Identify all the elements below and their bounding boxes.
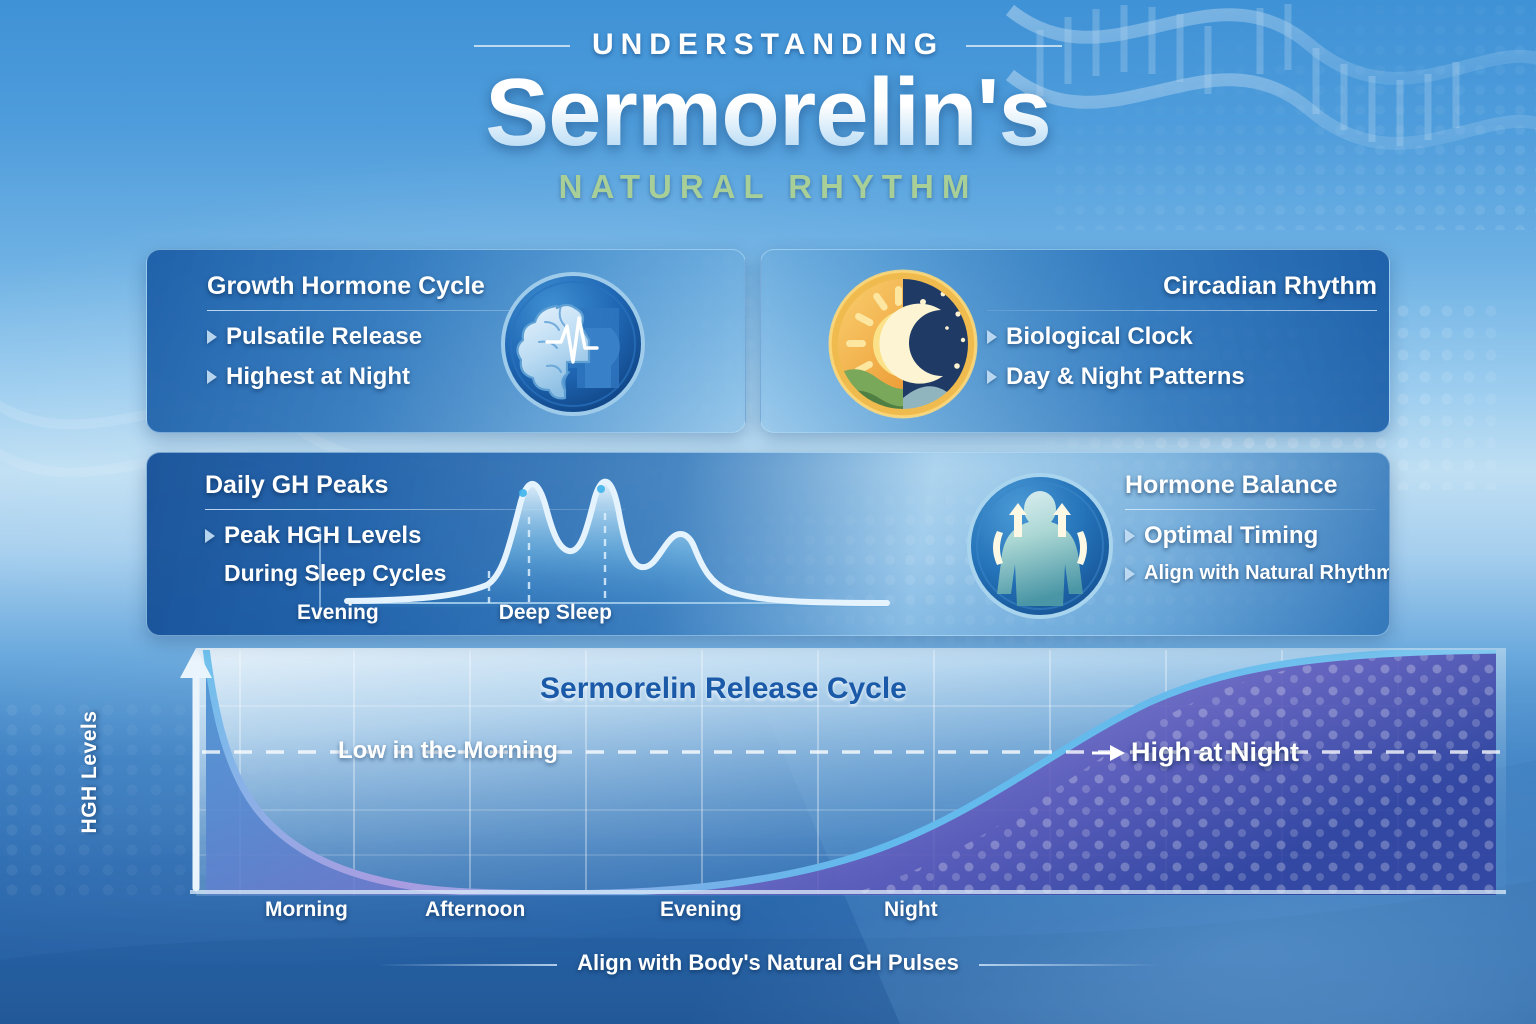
card-c-text: Daily GH Peaks Peak HGH Levels During Sl… (205, 471, 625, 587)
sermorelin-release-chart: Sermorelin Release Cycle HGH Levels Low … (0, 640, 1536, 1024)
card-d-bullet-1-label: Align with Natural Rhythms (1144, 562, 1390, 584)
triangle-bullet-icon (987, 370, 997, 384)
triangle-bullet-icon (205, 529, 215, 543)
annotation-high-night: High at Night (1131, 737, 1299, 767)
mini-chart-label-evening: Evening (297, 601, 379, 624)
chart-footer-note: Align with Body's Natural GH Pulses (0, 950, 1536, 976)
x-tick-morning: Morning (265, 898, 348, 921)
chart-svg (180, 648, 1506, 896)
page-subtitle: NATURAL RHYTHM (558, 167, 978, 205)
card-d-divider (1125, 509, 1375, 510)
card-d-bullet-0-label: Optimal Timing (1144, 522, 1319, 549)
card-c-bullet-0: Peak HGH Levels (205, 522, 625, 550)
chart-y-axis-label: HGH Levels (78, 710, 101, 834)
chart-title: Sermorelin Release Cycle (540, 672, 907, 705)
gh-pulse-chart-icon (344, 478, 890, 607)
card-a-heading: Growth Hormone Cycle (207, 272, 485, 300)
chart-footer-label: Align with Body's Natural GH Pulses (377, 950, 1159, 975)
card-b-bullet-1: Day & Night Patterns (987, 363, 1377, 391)
card-daily-gh-peaks[interactable]: Daily GH Peaks Peak HGH Levels During Sl… (146, 452, 1390, 636)
card-d-heading: Hormone Balance (1125, 471, 1338, 499)
annotation-low-morning: Low in the Morning (338, 737, 558, 764)
card-c-vertical-rule (319, 527, 321, 619)
arrow-right-icon (1092, 745, 1125, 761)
triangle-bullet-icon (1125, 529, 1135, 543)
card-circadian-rhythm[interactable]: Circadian Rhythm Biological Clock Day & … (760, 249, 1390, 433)
card-c-axis-labels: Evening Deep Sleep (297, 601, 857, 625)
card-growth-hormone-cycle[interactable]: Growth Hormone Cycle Pulsatile Release H… (146, 249, 746, 433)
card-b-bullet-1-label: Day & Night Patterns (1006, 363, 1245, 390)
page-title: Sermorelin's (0, 64, 1536, 162)
card-d-bullet-1: Align with Natural Rhythms (1125, 562, 1389, 585)
chart-x-tick-labels: Morning Afternoon Evening Night (0, 898, 1536, 928)
page-title-block: UNDERSTANDING Sermorelin's NATURAL RHYTH… (0, 28, 1536, 206)
x-tick-evening: Evening (660, 898, 742, 921)
mini-chart-label-deep-sleep: Deep Sleep (498, 601, 612, 624)
card-d-bullet-0: Optimal Timing (1125, 522, 1375, 550)
card-a-bullet-1-label: Highest at Night (226, 363, 410, 390)
card-b-divider (987, 310, 1377, 311)
card-c-divider (205, 509, 625, 510)
card-d-text: Hormone Balance Optimal Timing Align wit… (1125, 471, 1389, 585)
brain-head-icon (501, 272, 645, 416)
card-a-bullet-0: Pulsatile Release (207, 323, 587, 351)
card-b-text: Circadian Rhythm Biological Clock Day & … (987, 272, 1377, 391)
triangle-bullet-icon (207, 330, 217, 344)
y-axis (180, 648, 212, 892)
card-b-bullet-0: Biological Clock (987, 323, 1377, 351)
sun-moon-icon (828, 269, 978, 419)
card-a-divider (207, 310, 587, 311)
card-a-bullet-1: Highest at Night (207, 363, 587, 391)
triangle-bullet-icon (987, 330, 997, 344)
card-a-text: Growth Hormone Cycle Pulsatile Release H… (207, 272, 587, 391)
triangle-bullet-icon (207, 370, 217, 384)
card-b-heading: Circadian Rhythm (1163, 272, 1377, 300)
card-c-heading: Daily GH Peaks (205, 471, 389, 499)
card-a-bullet-0-label: Pulsatile Release (226, 323, 423, 350)
card-c-bullet-0-label: Peak HGH Levels (224, 522, 422, 549)
x-tick-afternoon: Afternoon (425, 898, 526, 921)
triangle-bullet-icon (1125, 566, 1135, 581)
card-b-bullet-0-label: Biological Clock (1006, 323, 1193, 350)
x-tick-night: Night (884, 898, 938, 921)
human-body-arrows-icon (967, 473, 1113, 619)
card-c-subline: During Sleep Cycles (224, 560, 447, 586)
title-kicker: UNDERSTANDING (473, 28, 1063, 61)
